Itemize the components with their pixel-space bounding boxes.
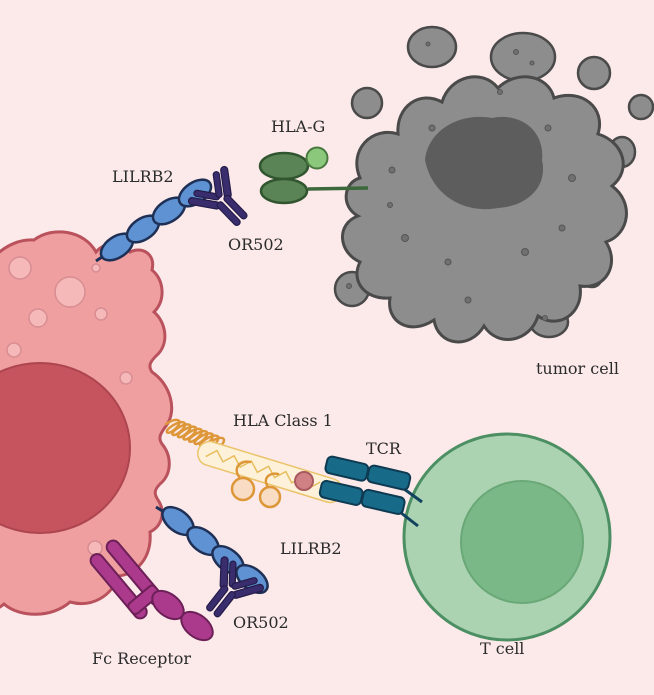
t-cell bbox=[402, 432, 612, 642]
myeloid-cell bbox=[0, 230, 174, 616]
hla-class1-complex bbox=[164, 418, 343, 509]
hla-g-b2m bbox=[305, 146, 329, 170]
label-lilrb2-bottom: LILRB2 bbox=[280, 539, 342, 558]
label-tumor-cell: tumor cell bbox=[536, 359, 619, 378]
peptide-ball bbox=[294, 471, 314, 491]
hla-g-complex bbox=[258, 146, 369, 205]
hla-class1-domain-loop bbox=[230, 476, 256, 502]
label-t-cell: T cell bbox=[480, 639, 524, 658]
tumor-speckles bbox=[346, 41, 576, 321]
label-or502-top: OR502 bbox=[228, 235, 284, 254]
label-hla-class-1: HLA Class 1 bbox=[233, 411, 333, 430]
fc-receptor-crossbar bbox=[127, 584, 161, 616]
label-hla-g: HLA-G bbox=[271, 117, 325, 136]
tumor-cell bbox=[333, 25, 654, 344]
tcr-domain bbox=[366, 464, 412, 491]
tcr-complex bbox=[318, 455, 423, 528]
fc-receptor bbox=[89, 539, 214, 642]
t-cell-nucleus bbox=[460, 480, 584, 604]
tumor-cell-nucleus bbox=[425, 116, 544, 210]
label-fc-receptor: Fc Receptor bbox=[92, 649, 191, 668]
hla-class1-domain-loop bbox=[258, 485, 282, 509]
hla-g-domain bbox=[258, 151, 310, 181]
tumor-cell-body bbox=[341, 75, 628, 344]
vacuoles bbox=[6, 256, 133, 556]
tcr-domain bbox=[360, 488, 406, 515]
myeloid-cell-nucleus bbox=[0, 362, 131, 534]
hla-g-domain bbox=[259, 177, 309, 205]
hla-g-stalk bbox=[307, 186, 369, 191]
label-or502-bottom: OR502 bbox=[233, 613, 289, 632]
label-tcr: TCR bbox=[366, 439, 402, 458]
fc-receptor-domain bbox=[180, 610, 214, 642]
label-lilrb2-top: LILRB2 bbox=[112, 167, 174, 186]
